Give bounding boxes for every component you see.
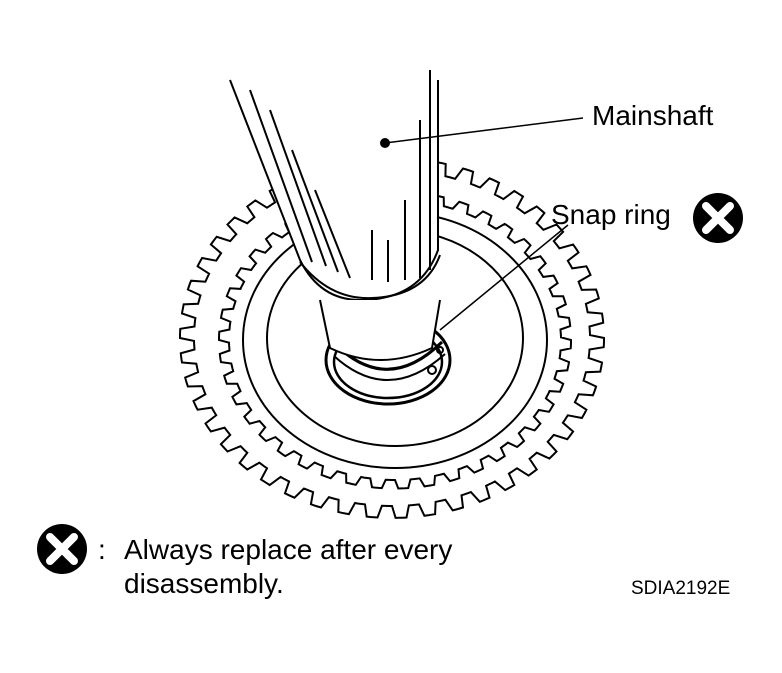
shaft-spline [291, 149, 339, 273]
shaft-spline [249, 89, 313, 263]
mainshaft-body [229, 79, 439, 302]
mainshaft-collar [319, 299, 441, 361]
inner-gear-teeth [218, 190, 572, 490]
mainshaft-leader-dot [380, 138, 390, 148]
shaft-spline [269, 109, 327, 267]
shaft-spline [314, 189, 351, 279]
snap-ring-eyelet [436, 346, 444, 354]
outer-gear-teeth [179, 157, 605, 519]
mainshaft-leader-line [384, 117, 584, 144]
snap-ring-eyelet [427, 365, 437, 375]
legend-text-line-2: disassembly. [124, 568, 284, 599]
snap-ring-edge [333, 353, 446, 381]
x-circle-icon [693, 193, 743, 243]
legend-text-line-1: Always replace after every [124, 534, 453, 565]
snap-ring-label: Snap ring [551, 199, 671, 230]
snap-ring-leader-line [439, 224, 569, 331]
mainshaft-bottom-edge [299, 254, 441, 300]
x-circle-icon [37, 524, 87, 574]
mainshaft-label: Mainshaft [592, 100, 714, 131]
figure-id: SDIA2192E [631, 578, 731, 599]
legend-separator: : [98, 534, 106, 565]
